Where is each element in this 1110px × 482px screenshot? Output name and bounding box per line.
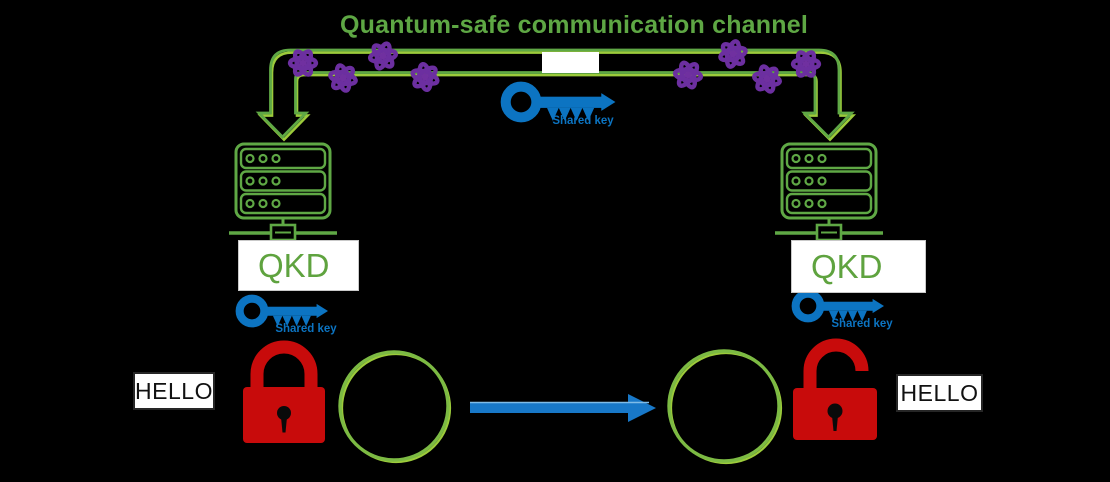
padlock-closed-icon — [243, 340, 325, 443]
message-box-right: HELLO — [896, 374, 983, 412]
server-rack-icon — [227, 142, 339, 242]
atom-icon — [717, 37, 750, 71]
shared-key-label-center: Shared key — [552, 115, 614, 127]
circle-outline-icon — [667, 349, 781, 463]
channel-packet-window — [542, 52, 599, 73]
message-text-left: HELLO — [135, 377, 213, 404]
padlock-open-icon — [793, 338, 877, 440]
qkd-box-right: QKD — [791, 240, 926, 293]
atom-icon — [751, 63, 782, 96]
atom-icon — [327, 61, 359, 94]
atom-icon — [368, 40, 398, 72]
message-box-left: HELLO — [133, 372, 215, 410]
atom-icon — [793, 50, 819, 78]
circle-outline-icon — [669, 351, 783, 465]
diagram-title: Quantum-safe communication channel — [340, 11, 808, 39]
qkd-label-right: QKD — [811, 247, 883, 285]
circle-outline-icon — [338, 350, 450, 462]
shared-key-label-left: Shared key — [275, 323, 337, 335]
arrow-right-icon — [470, 394, 656, 422]
message-slots — [338, 349, 783, 465]
atom-icon — [673, 59, 703, 90]
message-text-right: HELLO — [900, 379, 979, 406]
shared-key-label-right: Shared key — [831, 318, 893, 330]
atom-icon — [290, 49, 316, 77]
qkd-label-left: QKD — [258, 246, 330, 284]
qkd-box-left: QKD — [238, 240, 359, 291]
circle-outline-icon — [340, 352, 452, 464]
atom-icon — [408, 60, 442, 95]
server-rack-icon — [773, 142, 885, 242]
